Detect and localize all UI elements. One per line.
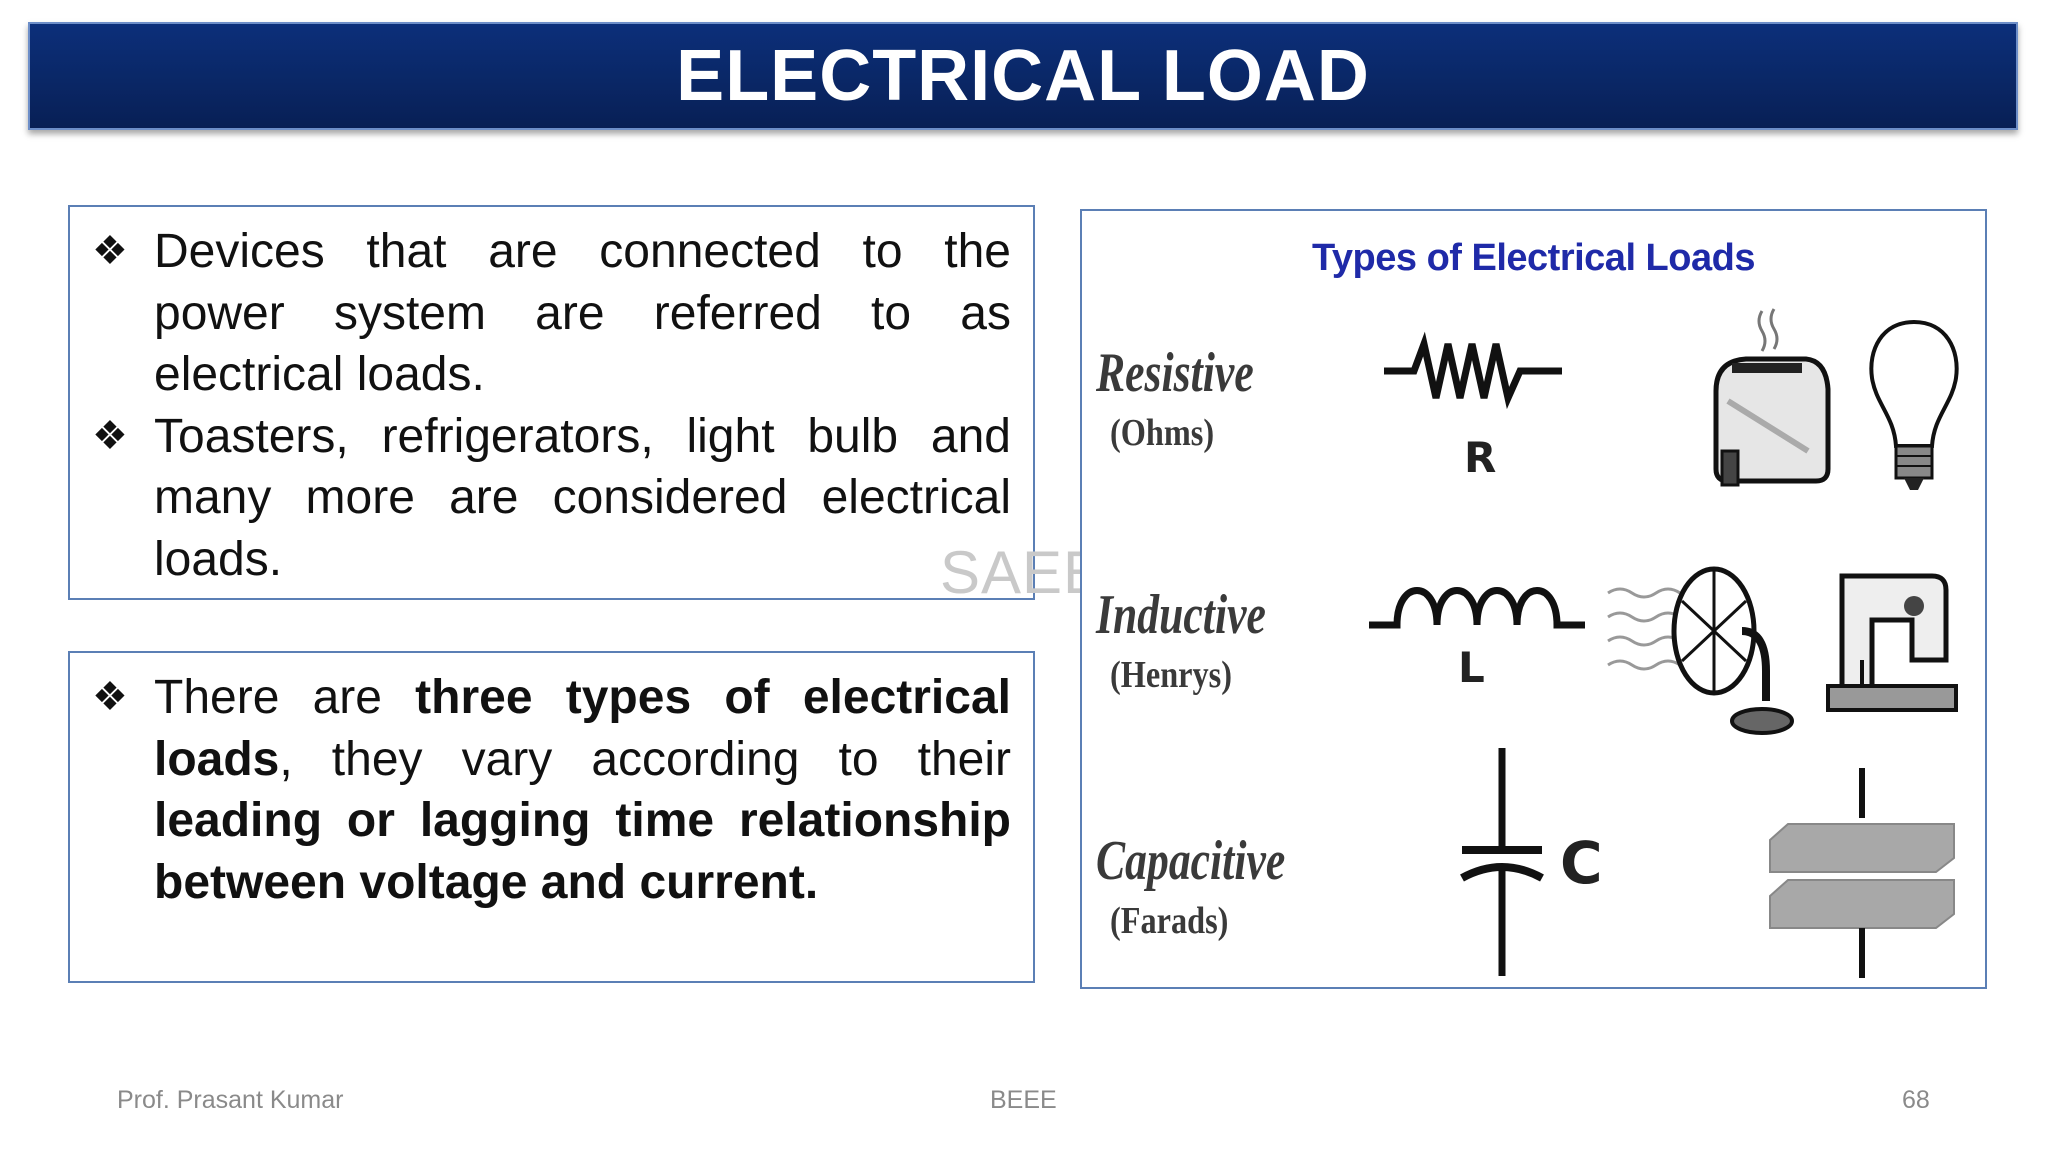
bullet-text: There are three types of electrical load…	[154, 667, 1011, 913]
load-type-name: Inductive	[1096, 584, 1266, 646]
load-type-unit: (Ohms)	[1110, 412, 1215, 454]
slide-title: ELECTRICAL LOAD	[676, 36, 1370, 116]
text-segment-bold: three types of electrical loads	[154, 671, 1011, 786]
load-type-name: Capacitive	[1096, 830, 1286, 892]
footer-course: BEEE	[990, 1086, 1057, 1114]
figure-title: Types of Electrical Loads	[1312, 237, 1755, 279]
resistor-symbol-icon	[1384, 331, 1562, 410]
resistor-letter: R	[1464, 433, 1497, 482]
title-bar: ELECTRICAL LOAD	[28, 22, 2018, 130]
watermark: SAEE	[940, 539, 1105, 606]
text-segment: There are	[154, 671, 416, 724]
footer-author: Prof. Prasant Kumar	[117, 1086, 344, 1114]
load-type-name: Resistive	[1096, 342, 1254, 404]
toaster-icon	[1713, 308, 1831, 487]
bullet-item: ❖ Devices that are connected to the powe…	[92, 221, 1011, 406]
bullet-text: Toasters, refrigerators, light bulb and …	[154, 409, 1011, 586]
load-type-unit: (Farads)	[1110, 900, 1229, 942]
bullet-diamond-icon: ❖	[92, 229, 128, 273]
footer-page-number: 68	[1902, 1086, 1930, 1114]
definition-box: ❖ Devices that are connected to the powe…	[68, 205, 1035, 600]
bullet-diamond-icon: ❖	[92, 413, 128, 458]
load-types-figure: Types of Electrical Loads Resistive (Ohm…	[1080, 209, 1987, 989]
capacitor-symbol-icon	[1460, 748, 1544, 976]
bullet-item: ❖ Toasters, refrigerators, light bulb an…	[92, 406, 1011, 591]
inductor-symbol-icon	[1369, 587, 1585, 629]
light-bulb-icon	[1869, 319, 1959, 490]
fan-icon	[1607, 566, 1794, 735]
bullet-text: Devices that are connected to the power …	[154, 225, 1011, 401]
types-box: ❖ There are three types of electrical lo…	[68, 651, 1035, 983]
resistive-label: Resistive (Ohms)	[1096, 341, 1298, 455]
bullet-diamond-icon: ❖	[92, 675, 128, 719]
capacitor-letter: C	[1560, 829, 1603, 897]
capacitive-label: Capacitive (Farads)	[1096, 829, 1339, 943]
sewing-machine-icon	[1826, 573, 1958, 712]
bullet-item: ❖ There are three types of electrical lo…	[92, 667, 1011, 913]
load-type-unit: (Henrys)	[1110, 654, 1233, 696]
capacitor-plates-icon	[1769, 768, 1955, 978]
inductive-label: Inductive (Henrys)	[1096, 583, 1314, 697]
text-segment: , they vary according to their	[279, 732, 1011, 786]
inductor-letter: L	[1458, 643, 1485, 692]
text-segment-bold: leading or lagging time relationship bet…	[154, 794, 1011, 909]
